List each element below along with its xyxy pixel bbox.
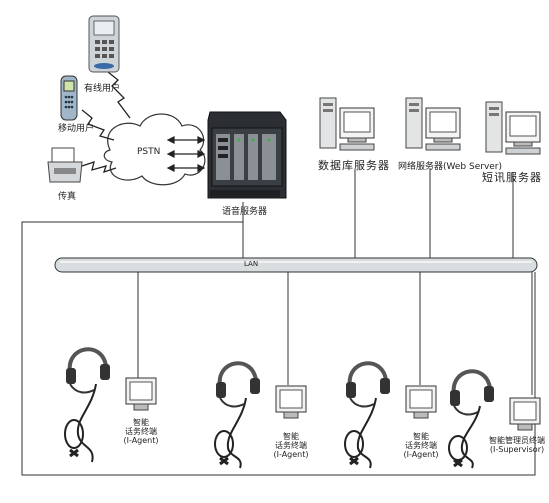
- landline-label: 有线用户: [84, 84, 121, 94]
- mobile-phone-icon: [60, 75, 78, 121]
- agent-2-label: 智能话务终端(I-Agent): [273, 432, 309, 460]
- web-server-computer-icon: [405, 97, 461, 151]
- fax-label: 传真: [58, 192, 77, 202]
- sms-server-computer-icon: [485, 101, 541, 155]
- trunk-loop: [21, 202, 536, 476]
- headset-icon: [64, 347, 110, 463]
- voice-server-label: 语音服务器: [222, 207, 268, 217]
- lan-bus: [54, 257, 538, 273]
- supervisor-terminal: 智能管理员终端(I-Supervisor): [440, 360, 549, 485]
- headset-icon: [448, 369, 494, 469]
- agent-terminal-3: 智能话务终端(I-Agent): [336, 352, 446, 482]
- pstn-label: PSTN: [137, 147, 161, 157]
- web-server-label: 网络服务器(Web Server): [398, 162, 503, 172]
- pstn-cloud: [103, 113, 206, 186]
- agent-terminal-1: 智能话务终端(I-Agent): [56, 338, 166, 478]
- supervisor-label: 智能管理员终端(I-Supervisor): [489, 436, 545, 455]
- agent-terminal-2: 智能话务终端(I-Agent): [206, 352, 316, 482]
- pstn-server-arrows: [166, 136, 206, 172]
- link-mobile: [81, 109, 115, 141]
- db-server-computer-icon: [319, 97, 375, 151]
- agent-3-label: 智能话务终端(I-Agent): [403, 432, 439, 460]
- sms-server-label: 短讯服务器: [482, 171, 542, 184]
- db-server-label: 数据库服务器: [318, 159, 390, 172]
- voice-server-icon: [207, 111, 287, 199]
- link-landline: [107, 71, 131, 119]
- monitor-icon: [275, 385, 307, 419]
- mobile-label: 移动用户: [58, 124, 95, 134]
- monitor-icon: [125, 377, 157, 411]
- monitor-icon: [405, 385, 437, 419]
- monitor-icon: [509, 397, 541, 431]
- headset-icon: [214, 361, 260, 469]
- link-fax: [81, 161, 117, 174]
- lan-label: LAN: [244, 260, 259, 268]
- agent-1-label: 智能话务终端(I-Agent): [123, 418, 159, 446]
- landline-phone-icon: [88, 15, 120, 73]
- fax-icon: [47, 147, 83, 183]
- headset-icon: [344, 361, 390, 469]
